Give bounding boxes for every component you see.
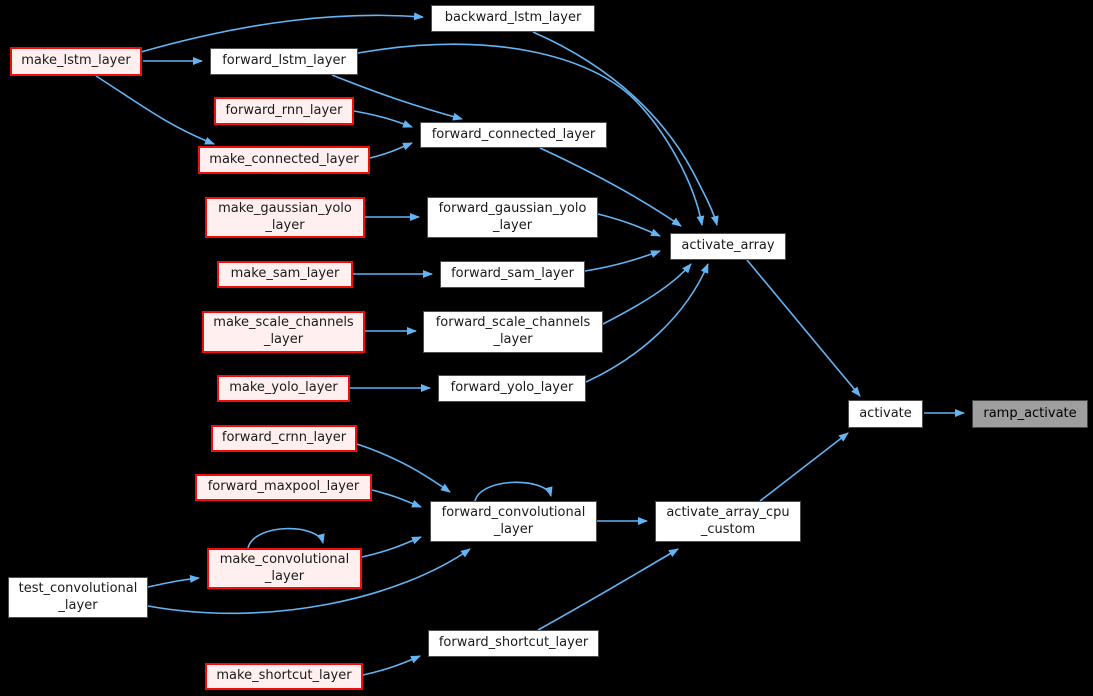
node-make-gaussian-yolo-layer[interactable]: make_gaussian_yolo _layer [205,197,365,238]
edge-activate_array_cpu_custom-activate [759,432,849,502]
edge-make_connected_layer-forward_connected_layer [369,142,413,159]
edge-make_convolutional_layer-self [247,527,325,549]
node-ramp-activate: ramp_activate [972,400,1088,428]
node-make-lstm-layer[interactable]: make_lstm_layer [10,47,142,76]
node-test-convolutional-layer[interactable]: test_convolutional _layer [8,577,148,618]
edge-forward_convolutional_layer-self [474,481,553,502]
edge-forward_lstm_layer-forward_connected_layer [331,74,463,121]
node-activate[interactable]: activate [848,400,923,428]
edge-make_lstm_layer-backward_lstm_layer [140,12,424,53]
edge-forward_sam_layer-activate_array [584,250,661,272]
node-make-connected-layer[interactable]: make_connected_layer [198,146,370,174]
node-forward-rnn-layer[interactable]: forward_rnn_layer [214,97,354,125]
edge-forward_scale_channels_layer-activate_array [602,263,692,325]
node-forward-lstm-layer[interactable]: forward_lstm_layer [210,48,358,75]
node-forward-sam-layer[interactable]: forward_sam_layer [440,261,585,288]
edge-test_convolutional_layer-forward_convolutional_layer [147,548,471,615]
edge-backward_lstm_layer-activate_array [532,31,719,226]
edge-forward_yolo_layer-activate_array [585,263,709,383]
node-forward-scale-channels-layer[interactable]: forward_scale_channels _layer [423,311,603,353]
node-forward-gaussian-yolo-layer[interactable]: forward_gaussian_yolo _layer [427,197,598,238]
edge-forward_gaussian_yolo_layer-activate_array [597,213,661,237]
node-make-convolutional-layer[interactable]: make_convolutional _layer [207,548,362,589]
edge-forward_crnn_layer-forward_convolutional_layer [356,443,451,493]
node-forward-convolutional-layer[interactable]: forward_convolutional _layer [430,501,597,542]
node-make-sam-layer[interactable]: make_sam_layer [217,261,353,288]
node-forward-connected-layer[interactable]: forward_connected_layer [420,122,607,148]
node-make-scale-channels-layer[interactable]: make_scale_channels _layer [202,311,365,353]
edge-make_convolutional_layer-forward_convolutional_layer [361,536,422,558]
edge-forward_lstm_layer-activate_array [357,43,705,226]
edge-forward_maxpool_layer-forward_convolutional_layer [371,489,422,508]
node-forward-yolo-layer[interactable]: forward_yolo_layer [438,375,586,402]
node-activate-array[interactable]: activate_array [670,233,786,260]
edge-forward_connected_layer-activate_array [539,147,682,227]
node-make-yolo-layer[interactable]: make_yolo_layer [217,375,350,402]
edge-make_lstm_layer-make_connected_layer [95,75,215,145]
node-forward-shortcut-layer[interactable]: forward_shortcut_layer [428,630,599,657]
node-forward-maxpool-layer[interactable]: forward_maxpool_layer [195,474,372,501]
node-forward-crnn-layer[interactable]: forward_crnn_layer [211,425,357,452]
edge-forward_rnn_layer-forward_connected_layer [353,110,413,128]
node-make-shortcut-layer[interactable]: make_shortcut_layer [205,663,363,690]
edge-forward_shortcut_layer-activate_array_cpu_custom [537,548,679,631]
node-activate-array-cpu-custom[interactable]: activate_array_cpu _custom [655,501,801,542]
edge-make_shortcut_layer-forward_shortcut_layer [362,655,421,676]
node-backward-lstm-layer[interactable]: backward_lstm_layer [431,5,595,32]
edge-test_convolutional_layer-make_convolutional_layer [147,574,200,588]
edge-activate_array-activate [746,259,861,397]
